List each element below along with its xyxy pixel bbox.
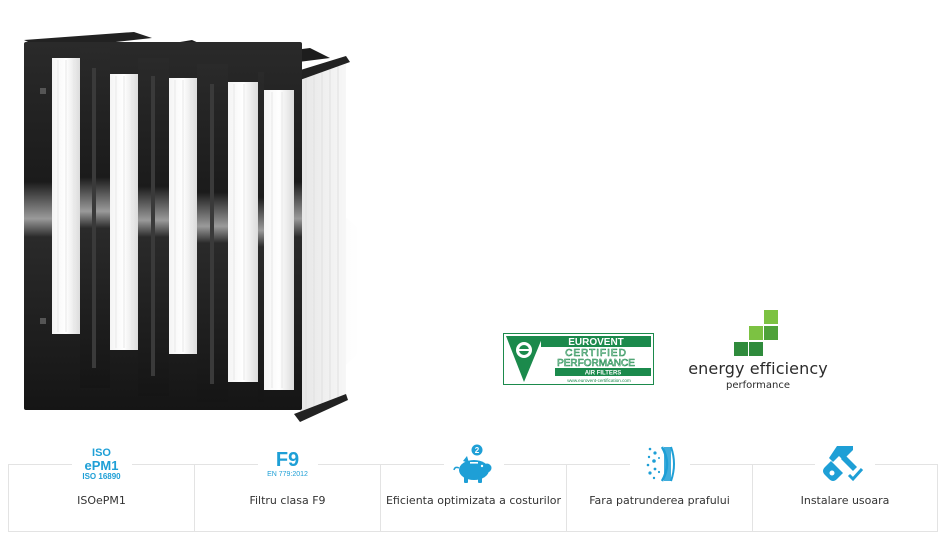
energy-subtitle: performance [725,380,791,391]
feature-cost-efficiency: 2 Eficienta optimizata a costurilor [380,441,566,532]
features-strip: ISO ePM1 ISO 16890 ISOePM1 F9 EN 779:201… [8,440,938,532]
feature-label: ISOePM1 [77,494,126,507]
dust-barrier-icon [629,441,690,487]
feature-iso-epm1: ISO ePM1 ISO 16890 ISOePM1 [8,441,194,532]
v-bank-filter-image [14,28,364,438]
energy-title: energy efficiency [688,359,828,378]
f9-badge-line1: F9 [275,449,300,471]
piggy-coin-number: 2 [474,446,479,455]
eurovent-line3: PERFORMANCE [557,358,635,369]
iso-badge-line2: ePM1 [84,457,119,473]
eurovent-line2: CERTIFIED [565,348,627,359]
eurovent-line1: EUROVENT [568,337,624,348]
f9-badge-icon: F9 EN 779:2012 [257,441,318,487]
iso-badge-line3: ISO 16890 [82,471,121,481]
feature-label: Eficienta optimizata a costurilor [385,494,562,507]
eurovent-certified-logo: EUROVENT CERTIFIED PERFORMANCE AIR FILTE… [503,333,654,385]
feature-label: Instalare usoara [800,494,890,507]
piggy-bank-icon: 2 [443,441,504,487]
eurovent-line4: AIR FILTERS [585,371,622,377]
energy-efficiency-logo: energy efficiency performance [688,306,828,398]
eurovent-line5: www.eurovent-certification.com [567,378,631,383]
feature-label: Fara patrunderea prafului [589,494,730,507]
iso-epm1-badge-icon: ISO ePM1 ISO 16890 [71,441,132,487]
f9-badge-line2: EN 779:2012 [267,471,308,478]
energy-squares-icon [734,310,780,358]
feature-f9-class: F9 EN 779:2012 Filtru clasa F9 [194,441,380,532]
install-tools-icon [815,441,875,487]
feature-dust-barrier: Fara patrunderea prafului [566,441,752,532]
iso-badge-line1: ISO [92,446,111,459]
feature-easy-install: Instalare usoara [752,441,938,532]
feature-label: Filtru clasa F9 [249,494,326,507]
